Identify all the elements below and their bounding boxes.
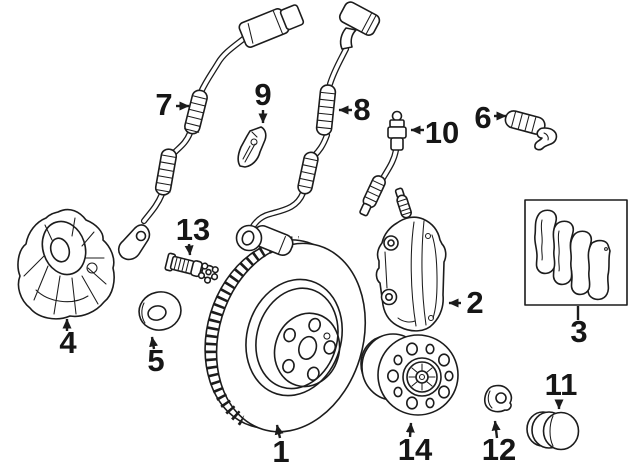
callout-12-arrow: [491, 420, 501, 439]
seal-ring-drawing: [138, 291, 182, 331]
mounting-bolt-drawing: [164, 252, 219, 284]
brake-rotor-drawing: [204, 236, 367, 434]
callout-12-label: 12: [482, 432, 516, 467]
callout-11-label: 11: [545, 367, 578, 402]
lock-clip-drawing: [483, 384, 513, 413]
brake-caliper-drawing: [375, 187, 447, 332]
brake-hose-drawing: [359, 110, 407, 217]
wheel-hub-drawing: [360, 333, 459, 416]
callout-13-arrow: [184, 243, 194, 256]
callouts: 1 2 3 4 5 6 7 8 9 10 11 12 13 14: [59, 77, 587, 469]
callout-5-arrow: [149, 336, 159, 350]
callout-14-arrow: [405, 422, 415, 438]
abs-sensor-right-drawing: [235, 1, 381, 256]
dust-cap-drawing: [526, 411, 580, 451]
callout-2-label: 2: [466, 285, 483, 320]
sensor-bracket-drawing: [237, 126, 267, 168]
callout-7-label: 7: [155, 87, 172, 122]
callout-3-label: 3: [570, 314, 587, 349]
callout-14-label: 14: [398, 432, 433, 467]
callout-6-label: 6: [474, 100, 491, 135]
retaining-clip-drawing: [504, 110, 558, 151]
callout-8-label: 8: [353, 92, 370, 127]
callout-5-label: 5: [147, 343, 164, 378]
callout-4-label: 4: [59, 325, 77, 360]
callout-9-label: 9: [254, 77, 271, 112]
abs-sensor-left-drawing: [117, 4, 305, 261]
callout-1-arrow: [274, 424, 284, 439]
callout-13-label: 13: [176, 212, 210, 247]
callout-1-label: 1: [272, 434, 289, 469]
callout-10-label: 10: [425, 115, 459, 150]
splash-shield-drawing: [17, 208, 115, 320]
brake-pad-set-drawing: [524, 199, 628, 306]
